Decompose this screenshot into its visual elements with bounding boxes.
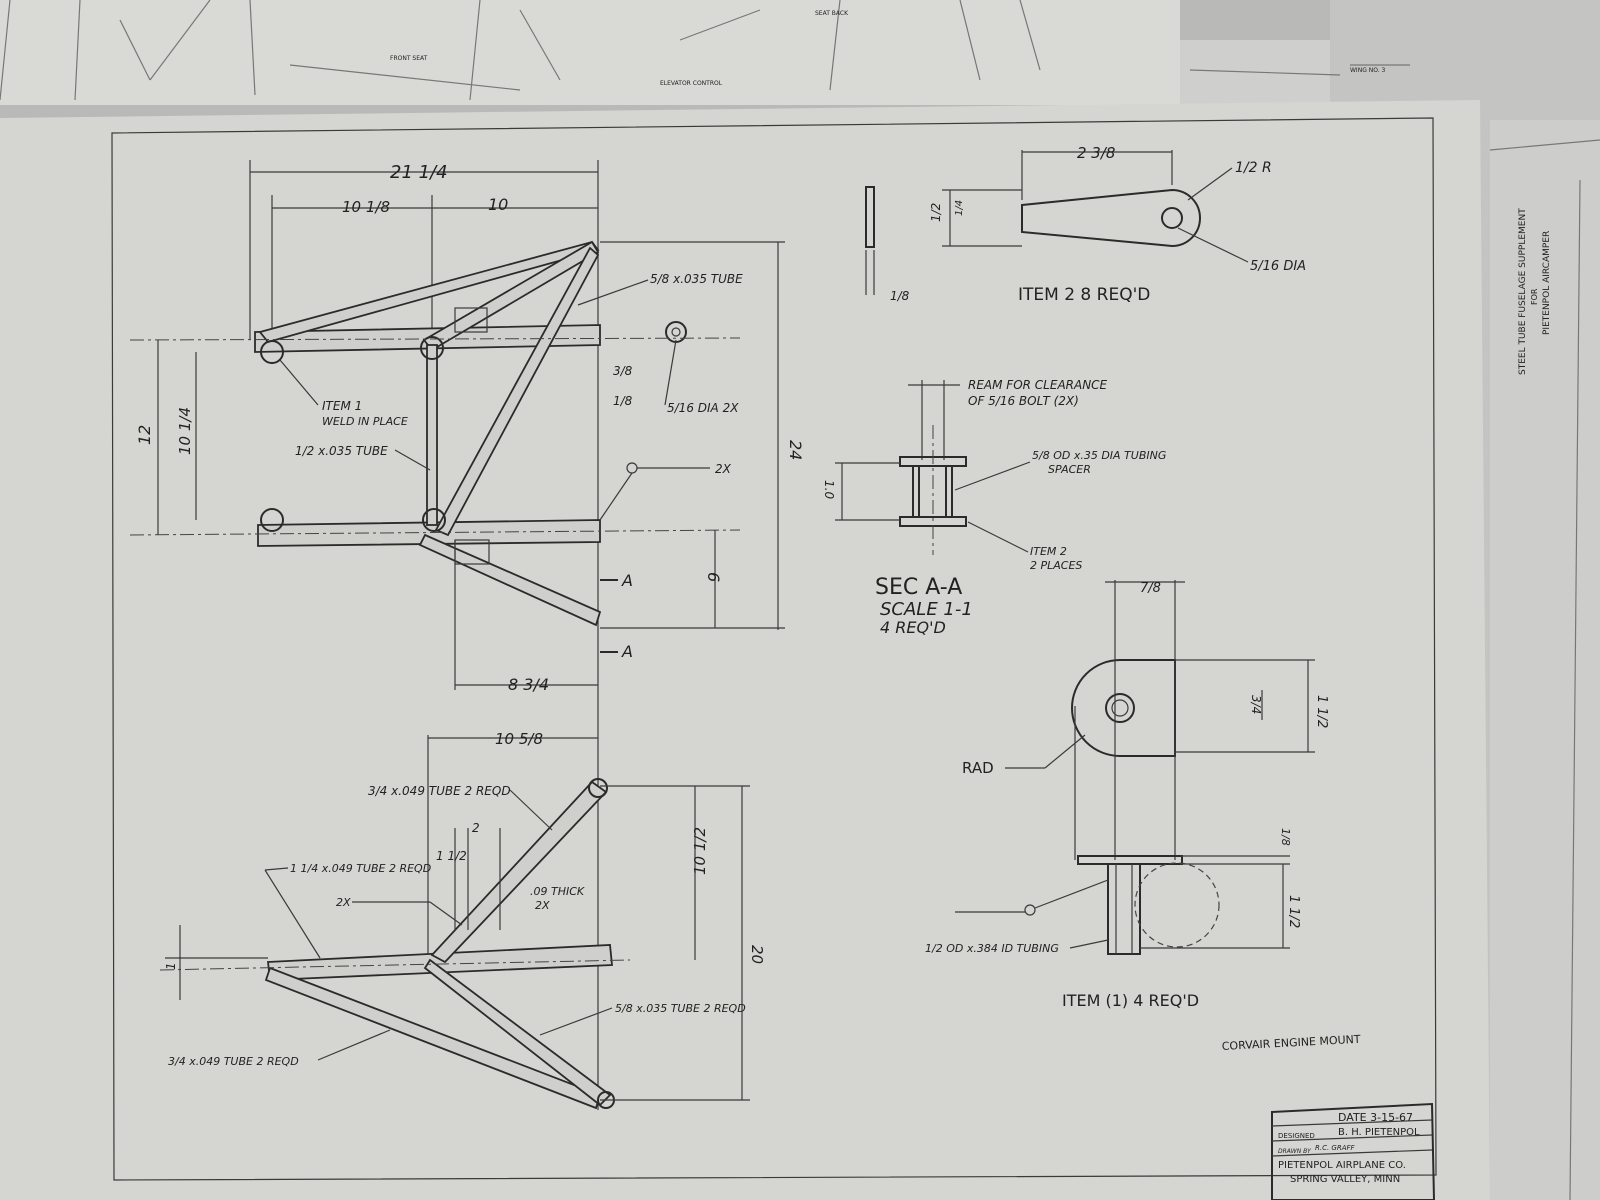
section-title: SEC A-A [875, 575, 962, 600]
dim-label: 1 1/2 [1286, 895, 1301, 928]
svg-text:STEEL TUBE FUSELAGE SUPPLEMENT: STEEL TUBE FUSELAGE SUPPLEMENT [1518, 208, 1528, 375]
item2-title: ITEM 2 8 REQ'D [1018, 285, 1150, 305]
date-field: DATE 3-15-67 [1338, 1111, 1413, 1124]
dim-label: 6 [704, 572, 723, 582]
dim-label: 7/8 [1140, 581, 1161, 596]
company-name: PIETENPOL AIRPLANE CO. [1278, 1160, 1406, 1171]
tube-callout: 3/4 x.049 TUBE 2 REQD [368, 784, 511, 798]
dim-label: 1/8 [1279, 828, 1292, 846]
company-location: SPRING VALLEY, MINN [1290, 1174, 1400, 1185]
dim-label: 1/8 [613, 394, 633, 408]
dim-label: 1/2 [929, 203, 943, 222]
dim-label: 1/4 [954, 200, 965, 216]
tube-callout: 1/2 x.035 TUBE [295, 444, 388, 458]
side-view: 10 5/8 20 10 1/2 3/4 x.049 TUBE 2 REQD 2… [159, 730, 766, 1110]
bg-label: ELEVATOR CONTROL [660, 80, 723, 87]
svg-text:FOR: FOR [1530, 288, 1539, 305]
dim-label: 10 [488, 195, 508, 214]
dim-label: 20 [748, 945, 766, 964]
dim-label: 1 [164, 962, 178, 970]
drawn-label: DRAWN BY [1278, 1148, 1312, 1155]
dim-label: 24 [786, 440, 805, 460]
title-block: DATE 3-15-67 DESIGNED B. H. PIETENPOL DR… [1271, 1102, 1436, 1200]
tube-callout: 5/8 x.035 TUBE [650, 272, 743, 286]
dim-label: 3/8 [613, 364, 633, 378]
hole-callout: 5/16 DIA 2X [667, 401, 739, 415]
dim-label: 2 3/8 [1077, 144, 1115, 162]
dim-label: 2 [472, 821, 480, 835]
section-marker: A [621, 571, 633, 590]
item1-detail: 7/8 3/4 1 1/2 RAD 1/8 1 1/2 1/2 OD x.384… [925, 580, 1329, 1010]
dim-label: 1/8 [890, 289, 910, 303]
section-aa: REAM FOR CLEARANCE OF 5/16 BOLT (2X) 1.0… [822, 378, 1166, 637]
dim-label: 21 1/4 [390, 162, 448, 183]
section-scale: SCALE 1-1 [880, 599, 973, 620]
dim-label: 1.0 [822, 480, 836, 499]
tubing-note: 1/2 OD x.384 ID TUBING [925, 942, 1059, 955]
bg-label: SEAT BACK [815, 10, 849, 17]
dim-label: 1 1/2 [436, 849, 467, 863]
hole-callout: 5/16 DIA [1250, 259, 1306, 274]
tube-callout: 5/8 x.035 TUBE 2 REQD [615, 1002, 746, 1015]
bg-label: WING NO. 3 [1350, 67, 1386, 74]
section-qty: 4 REQ'D [880, 618, 946, 637]
dim-label: 8 3/4 [508, 675, 549, 694]
weld-callout: 2X [715, 462, 732, 476]
rad-label: RAD [962, 759, 994, 777]
weld-callout: 2X [336, 896, 351, 909]
drawing-border [111, 117, 1437, 1181]
tube-callout: 1 1/4 x.049 TUBE 2 REQD [290, 862, 431, 875]
dim-label: 10 1/4 [176, 407, 194, 455]
thickness-callout: .09 THICK [530, 885, 585, 898]
drawing-sheet [0, 100, 1490, 1200]
item1-title: ITEM (1) 4 REQ'D [1062, 991, 1199, 1010]
section-marker: A [621, 642, 633, 661]
radius-callout: 1/2 R [1235, 160, 1272, 176]
designed-by: B. H. PIETENPOL [1338, 1127, 1420, 1138]
item1-callout: WELD IN PLACE [322, 415, 408, 428]
designed-label: DESIGNED [1278, 1132, 1315, 1140]
spacer-note: SPACER [1048, 463, 1091, 476]
item-note: 2 PLACES [1030, 559, 1082, 572]
dim-label: 3/4 [1249, 695, 1263, 714]
svg-text:PIETENPOL AIRCAMPER: PIETENPOL AIRCAMPER [1542, 231, 1552, 335]
dim-label: 10 1/2 [691, 827, 709, 875]
ream-note: OF 5/16 BOLT (2X) [968, 394, 1079, 408]
dim-label: 10 5/8 [495, 730, 543, 748]
side-note: STEEL TUBE FUSELAGE SUPPLEMENT FOR PIETE… [1518, 208, 1552, 375]
dim-label: 10 1/8 [342, 198, 390, 216]
dim-label: 1 1/2 [1314, 695, 1329, 728]
drawn-by: R.C. GRAFF [1315, 1144, 1356, 1152]
item-note: ITEM 2 [1030, 545, 1067, 558]
spacer-note: 5/8 OD x.35 DIA TUBING [1032, 449, 1166, 462]
bg-label: FRONT SEAT [390, 55, 428, 62]
item1-callout: ITEM 1 [322, 399, 362, 413]
item2-detail: 1/8 2 3/8 1/2 R 5/16 DIA 1/2 1/4 ITEM 2 … [865, 144, 1306, 305]
dim-label: 12 [135, 425, 154, 445]
thickness-callout: 2X [535, 899, 550, 912]
ream-note: REAM FOR CLEARANCE [968, 378, 1108, 392]
top-view: 21 1/4 10 1/8 10 24 5/8 x.035 TUBE 3/8 1… [129, 160, 805, 1110]
tube-callout: 3/4 x.049 TUBE 2 REQD [168, 1055, 299, 1068]
